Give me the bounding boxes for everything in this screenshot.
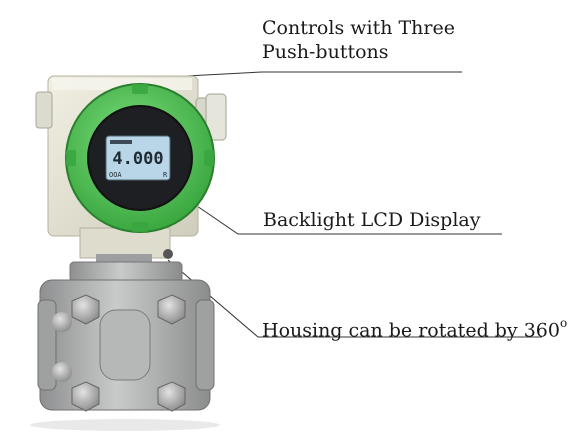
display-bezel: 4.000 OOA R <box>65 83 215 233</box>
sensor-flange <box>37 261 215 411</box>
callout-controls: Controls with Three Push-buttons <box>262 16 455 64</box>
bolt-icon <box>71 381 100 412</box>
bolt-icon <box>157 294 186 325</box>
callout-backlight: Backlight LCD Display <box>263 208 480 232</box>
callout-housing: Housing can be rotated by 360o <box>262 313 567 342</box>
bolt-icon <box>157 381 186 412</box>
lcd-right-sub: R <box>163 171 168 179</box>
flange-bolts <box>71 294 186 412</box>
callout-backlight-text: Backlight LCD Display <box>263 209 481 231</box>
lcd-screen: 4.000 OOA R <box>105 135 171 181</box>
callout-controls-line1: Controls with Three <box>262 17 455 39</box>
callout-housing-degree: o <box>559 316 568 330</box>
lcd-left-sub: OOA <box>109 171 122 179</box>
lcd-reading: 4.000 <box>112 149 163 169</box>
callout-controls-line2: Push-buttons <box>262 41 389 63</box>
bolt-icon <box>71 294 100 325</box>
callout-housing-text: Housing can be rotated by 360 <box>262 319 560 342</box>
